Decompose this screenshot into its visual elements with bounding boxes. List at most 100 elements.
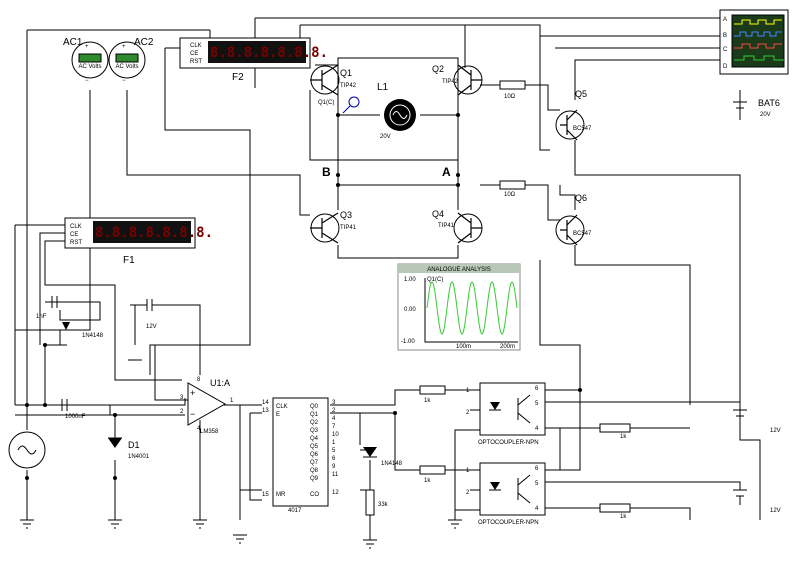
svg-text:Q0: Q0 [310,404,319,410]
svg-text:9: 9 [332,464,336,470]
svg-text:15: 15 [262,492,269,498]
resistor-1k-b[interactable]: 1k [419,465,446,484]
counter-display [93,221,191,243]
svg-text:4: 4 [535,426,539,432]
capacitor-1000nf[interactable]: 1000nF [55,399,95,420]
transistor-q1[interactable]: Q1 TIP42 Q1(C) [310,64,360,114]
ic-4017[interactable]: CLK E MR 14 13 15 Q0 Q1 Q2 Q3 Q4 Q5 Q6 Q… [262,397,339,514]
svg-text:4: 4 [332,416,336,422]
resistor-1k-a[interactable]: 1k [419,385,446,404]
svg-text:5: 5 [332,448,336,454]
battery-bat6[interactable]: BAT6 20V [733,90,780,118]
counter-display [208,41,306,63]
svg-text:0.00: 0.00 [404,307,416,313]
svg-text:Q2: Q2 [310,420,319,426]
svg-text:12V: 12V [770,508,781,514]
optocoupler-2[interactable]: 1 2 6 5 4 OPTOCOUPLER-NPN [466,462,546,526]
meter-label: AC1 [63,37,83,48]
svg-text:A: A [723,17,727,23]
svg-text:1: 1 [466,468,470,474]
transistor-q3[interactable]: Q3 TIP41 [310,210,357,244]
svg-text:4017: 4017 [288,508,302,514]
analogue-analysis-graph[interactable]: ANALOGUE ANALYSIS 1.00 0.00 -1.00 Q1(C) … [397,263,521,351]
svg-text:13: 13 [262,408,269,414]
meter-label: AC2 [134,37,154,48]
ground-icon [20,344,462,549]
resistor-1k-d[interactable]: 1k [599,503,631,520]
svg-text:+: + [190,388,195,398]
svg-text:8: 8 [197,377,201,383]
svg-text:1N4148: 1N4148 [82,333,104,339]
resistor-1k-c[interactable]: 1k [599,423,631,440]
svg-text:+: + [122,44,126,50]
svg-text:B: B [723,33,727,39]
node-label-b: B [322,165,331,179]
svg-text:-1.00: -1.00 [401,339,415,345]
svg-text:1: 1 [332,440,336,446]
svg-text:Q1: Q1 [340,68,352,78]
svg-text:6: 6 [535,386,539,392]
svg-text:5: 5 [535,481,539,487]
svg-text:3: 3 [180,395,184,401]
svg-text:CLK: CLK [276,404,288,410]
transistor-q2[interactable]: Q2 TIP42 [432,64,483,96]
counter-f1[interactable]: 8.8.8.8.8.8.8. CLK CE RST F1 [64,217,213,266]
svg-text:RST: RST [190,59,202,65]
svg-text:6: 6 [332,456,336,462]
svg-text:1: 1 [466,388,470,394]
supply-12v-b[interactable]: 12V [733,489,781,514]
graph-titlebar [398,264,520,273]
svg-text:33k: 33k [378,502,389,508]
svg-text:Q3: Q3 [310,428,319,434]
transistor-q4[interactable]: Q4 TIP41 [432,209,483,244]
svg-text:BAT6: BAT6 [758,98,780,108]
svg-text:1N4148: 1N4148 [381,461,403,467]
svg-text:10Ω: 10Ω [504,94,516,100]
svg-text:7: 7 [332,424,336,430]
opamp-u1a[interactable]: + − U1:A LM358 3 2 1 8 4 [180,377,234,435]
svg-text:20V: 20V [760,112,771,118]
diode-1n4148-a[interactable]: 1N4148 [61,322,104,339]
svg-text:100m: 100m [456,344,471,350]
svg-text:TIP42: TIP42 [340,83,357,89]
voltmeter-ac1[interactable]: AC Volts + − AC1 [63,37,109,84]
svg-text:Q4: Q4 [310,436,319,442]
ac-source[interactable] [8,431,46,469]
transistor-q6[interactable]: Q6 BC547 [555,193,592,246]
svg-text:Q8: Q8 [310,468,319,474]
svg-text:2: 2 [466,490,470,496]
svg-text:1k: 1k [620,434,627,440]
svg-text:CO: CO [310,492,319,498]
diode-d1[interactable]: D1 1N4001 [108,437,150,460]
oscilloscope[interactable]: A B C D [719,9,789,75]
svg-text:10: 10 [332,432,339,438]
resistor-q6-base[interactable]: 10Ω [499,180,526,198]
svg-text:1.00: 1.00 [404,277,416,283]
resistor-q5-base[interactable]: 10Ω [499,80,526,100]
capacitor-1nf[interactable]: 1nF [36,296,80,320]
svg-text:TIP41: TIP41 [438,223,455,229]
diode-1n4148-b[interactable]: 1N4148 [363,447,403,467]
svg-text:E: E [276,412,280,418]
optocoupler-1[interactable]: 1 2 6 5 4 OPTOCOUPLER-NPN [466,382,546,446]
svg-text:C: C [723,47,728,53]
transistor-q5[interactable]: Q5 BC547 [555,89,592,141]
svg-text:1k: 1k [620,514,627,520]
capacitor-12v-source[interactable]: 12V [140,299,160,330]
svg-text:CLK: CLK [70,224,82,230]
svg-text:BC547: BC547 [573,231,592,237]
svg-text:2: 2 [180,409,184,415]
motor-l1[interactable]: L1 20V [377,82,416,140]
svg-text:Q9: Q9 [310,476,319,482]
resistor-33k[interactable]: 33k [365,489,389,516]
svg-text:Q1(C): Q1(C) [427,277,443,283]
svg-text:−: − [85,78,89,84]
supply-12v-a[interactable]: 12V [733,409,781,434]
svg-text:2: 2 [332,408,336,414]
voltmeter-ac2[interactable]: AC Volts + − AC2 [108,37,154,84]
svg-text:12: 12 [332,490,339,496]
counter-f2[interactable]: 8.8.8.8.8.8.8. CLK CE RST F2 [179,37,328,83]
junctions [25,113,582,480]
svg-text:ANALOGUE ANALYSIS: ANALOGUE ANALYSIS [427,267,491,273]
